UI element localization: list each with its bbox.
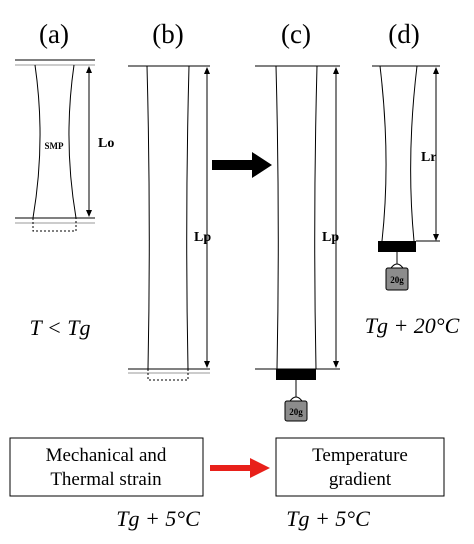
box-right-line2: gradient	[329, 469, 392, 490]
clamp-c	[276, 369, 316, 380]
condition-a: T < Tg	[30, 315, 91, 340]
box-left-line1: Mechanical and	[46, 445, 167, 466]
box-right-line1: Temperature	[312, 445, 408, 466]
panel-a-sample	[15, 59, 95, 232]
clamp-d	[378, 241, 416, 252]
box-mechanical-thermal-strain	[9, 437, 204, 497]
weight-c	[284, 400, 308, 422]
panel-label-c: (c)	[281, 19, 311, 49]
lp-label-c: Lp	[322, 230, 339, 245]
lo-dimension-arrow	[86, 66, 92, 217]
smp-label: SMP	[45, 141, 65, 151]
panel-label-b: (b)	[152, 19, 183, 49]
transition-arrow-red	[210, 458, 270, 478]
condition-c-bottom: Tg + 5°C	[286, 506, 370, 531]
box-temperature-gradient	[275, 437, 445, 497]
panel-c-sample	[255, 65, 340, 422]
lp-dimension-arrow-c	[333, 67, 339, 368]
transition-arrow-black	[212, 152, 272, 178]
weight-d	[385, 267, 409, 291]
weight-label-d: 20g	[390, 275, 404, 285]
condition-b-bottom: Tg + 5°C	[116, 506, 200, 531]
weight-label-c: 20g	[289, 407, 303, 417]
panel-label-a: (a)	[39, 19, 69, 49]
lr-dimension-arrow	[416, 67, 440, 242]
box-left-line2: Thermal strain	[50, 469, 162, 490]
panel-d-sample	[372, 65, 440, 291]
condition-d: Tg + 20°C	[365, 313, 460, 338]
lr-label: Lr	[421, 150, 437, 165]
lp-dimension-arrow-b	[204, 67, 210, 368]
lo-label: Lo	[98, 136, 114, 151]
panel-label-d: (d)	[388, 19, 419, 49]
lp-label-b: Lp	[194, 230, 211, 245]
panel-b-sample	[128, 65, 210, 381]
